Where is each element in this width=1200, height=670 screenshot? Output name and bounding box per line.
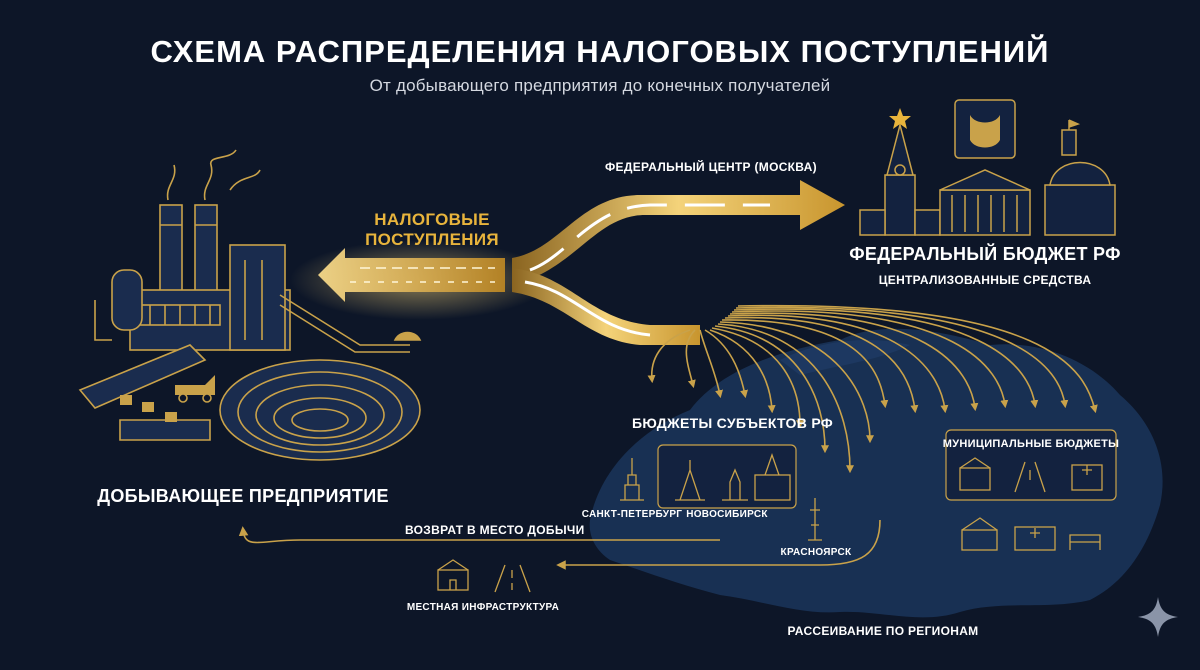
spb-spire-icon <box>620 458 644 501</box>
municipal-budgets-label: МУНИЦИПАЛЬНЫЕ БЮДЖЕТЫ <box>942 438 1120 450</box>
return-flow-line <box>238 519 881 570</box>
local-infrastructure-label: МЕСТНАЯ ИНФРАСТРУКТУРА <box>406 602 560 613</box>
municipal-facility-icons <box>961 517 1101 551</box>
regional-budgets-label: БЮДЖЕТЫ СУБЪЕКТОВ РФ <box>632 415 834 431</box>
page-title: СХЕМА РАСПРЕДЕЛЕНИЯ НАЛОГОВЫХ ПОСТУПЛЕНИ… <box>150 34 1050 69</box>
tax-inflow-arrow <box>318 248 505 302</box>
federal-budget-subtitle: ЦЕНТРАЛИЗОВАННЫЕ СРЕДСТВА <box>878 273 1092 287</box>
city-spb: САНКТ-ПЕТЕРБУРГ <box>581 509 683 520</box>
local-infrastructure-icons <box>437 559 531 593</box>
municipal-budgets-panel <box>945 429 1117 501</box>
federal-buildings-illustration <box>859 99 1116 236</box>
return-flow-label: ВОЗВРАТ В МЕСТО ДОБЫЧИ <box>405 523 585 537</box>
page-subtitle: От добывающего предприятия до конечных п… <box>369 76 831 95</box>
sparkle-icon <box>1138 597 1178 637</box>
dispersion-arrows <box>647 304 1098 474</box>
tax-flow-label-line2: ПОСТУПЛЕНИЯ <box>365 230 499 249</box>
city-novosibirsk: НОВОСИБИРСК <box>686 509 768 520</box>
mining-enterprise-illustration <box>78 149 422 461</box>
federal-budget-title: ФЕДЕРАЛЬНЫЙ БЮДЖЕТ РФ <box>849 244 1121 264</box>
krasnoyarsk-tower-icon <box>808 498 822 541</box>
regional-budgets-panel <box>657 444 797 509</box>
federal-branch-arrow <box>512 180 845 285</box>
federal-route-label: ФЕДЕРАЛЬНЫЙ ЦЕНТР (МОСКВА) <box>605 160 817 174</box>
dispersion-label: РАССЕИВАНИЕ ПО РЕГИОНАМ <box>787 624 979 638</box>
regional-branch-arrow <box>512 268 700 345</box>
russia-map <box>589 328 1163 618</box>
city-krasnoyarsk: КРАСНОЯРСК <box>780 547 852 558</box>
tax-flow-label-line1: НАЛОГОВЫЕ <box>374 210 490 229</box>
enterprise-label: ДОБЫВАЮЩЕЕ ПРЕДПРИЯТИЕ <box>97 486 389 506</box>
